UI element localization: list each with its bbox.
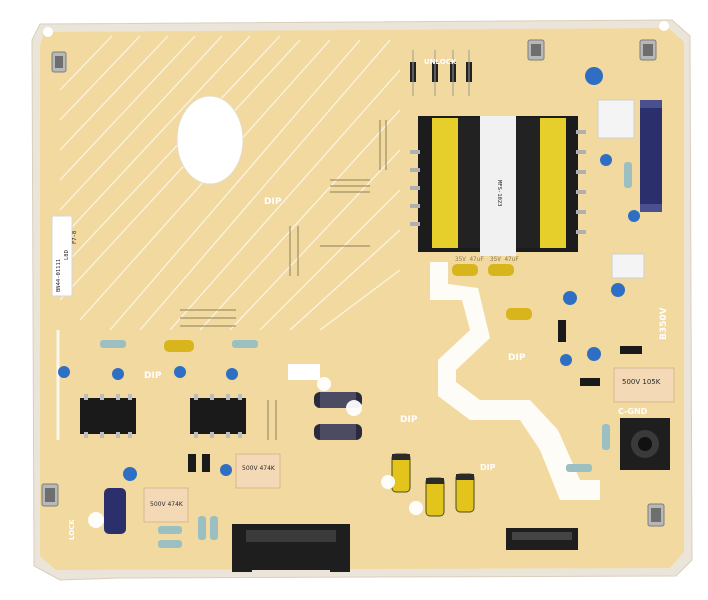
- output-connector-small: [506, 528, 578, 550]
- ceramic-caps: [58, 67, 640, 481]
- film-cap-right: 500V 105K: [613, 367, 675, 403]
- svg-text:L8D: L8D: [64, 250, 70, 260]
- svg-text:B350V: B350V: [659, 307, 669, 340]
- resistors: [100, 162, 632, 548]
- small-caps-yellow: 35V 47uF 35V 47uF: [164, 256, 532, 352]
- glue-blobs: [88, 377, 423, 528]
- film-box-top: [597, 99, 635, 139]
- diodes: [188, 320, 642, 472]
- svg-text:BN44-01111: BN44-01111: [56, 259, 62, 292]
- svg-text:DIP: DIP: [264, 197, 282, 207]
- svg-text:LOCK: LOCK: [68, 519, 76, 540]
- film-box-mid: [611, 253, 645, 279]
- svg-text:500V 474K: 500V 474K: [242, 465, 276, 472]
- svg-text:DIP: DIP: [400, 415, 418, 425]
- blank-label: [288, 364, 320, 380]
- mounting-lugs: [41, 21, 669, 527]
- svg-text:UNLOCK: UNLOCK: [424, 58, 457, 66]
- silkscreen-marks: [180, 120, 387, 440]
- film-cap-mid: 500V 474K: [235, 453, 281, 489]
- svg-text:C-GND: C-GND: [618, 407, 648, 416]
- aluminum-caps: [314, 392, 362, 440]
- svg-text:500V 105K: 500V 105K: [622, 378, 661, 386]
- yellow-caps: [391, 453, 475, 517]
- small-electrolytic: [104, 488, 126, 534]
- optocouplers: [80, 394, 246, 438]
- svg-text:DIP: DIP: [480, 463, 496, 472]
- output-connector-large: [232, 524, 350, 572]
- svg-text:DIP: DIP: [144, 371, 162, 381]
- board-cutout: [176, 95, 244, 185]
- svg-text:MFS-1023: MFS-1023: [496, 180, 502, 207]
- transformer: MFS-1023: [410, 116, 586, 256]
- svg-text:500V 474K: 500V 474K: [150, 501, 184, 508]
- svg-text:DIP: DIP: [508, 353, 526, 363]
- isolation-channel: [430, 262, 600, 500]
- bulk-capacitor: [640, 100, 662, 212]
- svg-text:35V 47uF: 35V 47uF: [455, 256, 484, 263]
- terminal-block: [620, 418, 670, 470]
- diode-row: [410, 50, 472, 96]
- svg-text:35V 47uF: 35V 47uF: [490, 256, 519, 263]
- barcode-sticker: BN44-01111 L8D F7-8: [51, 215, 78, 297]
- svg-text:F7-8: F7-8: [72, 231, 78, 244]
- film-cap-left: 500V 474K: [143, 487, 189, 523]
